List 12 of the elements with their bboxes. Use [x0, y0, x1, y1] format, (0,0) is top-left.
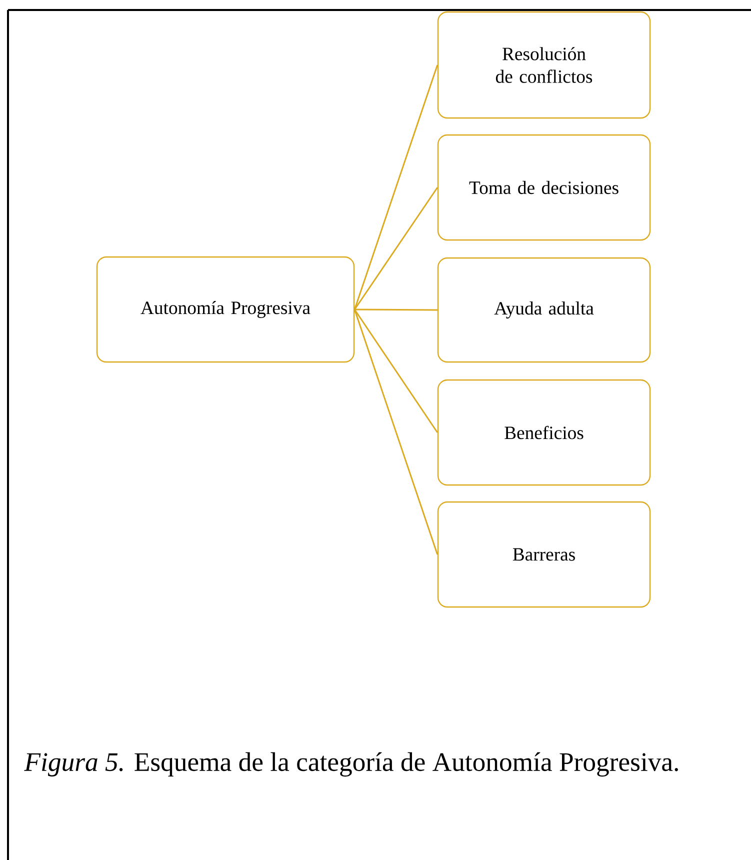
connector-line: [354, 309, 438, 433]
connector-line: [354, 64, 438, 310]
connector-line: [354, 187, 438, 310]
text-box: Beneficios: [437, 379, 651, 486]
connector-line: [354, 309, 438, 555]
text-box: Autonomía Progresiva: [96, 256, 355, 363]
text-box: Ayuda adulta: [437, 257, 651, 363]
caption: Figura 5. Esquema de la categoría de Autonomía Progresiva.: [24, 752, 678, 777]
text-box: Resolución de conflictos: [437, 11, 651, 119]
text-box: Barreras: [437, 501, 651, 608]
connector-line: [354, 308, 438, 311]
text-box: Toma de decisiones: [437, 134, 651, 241]
